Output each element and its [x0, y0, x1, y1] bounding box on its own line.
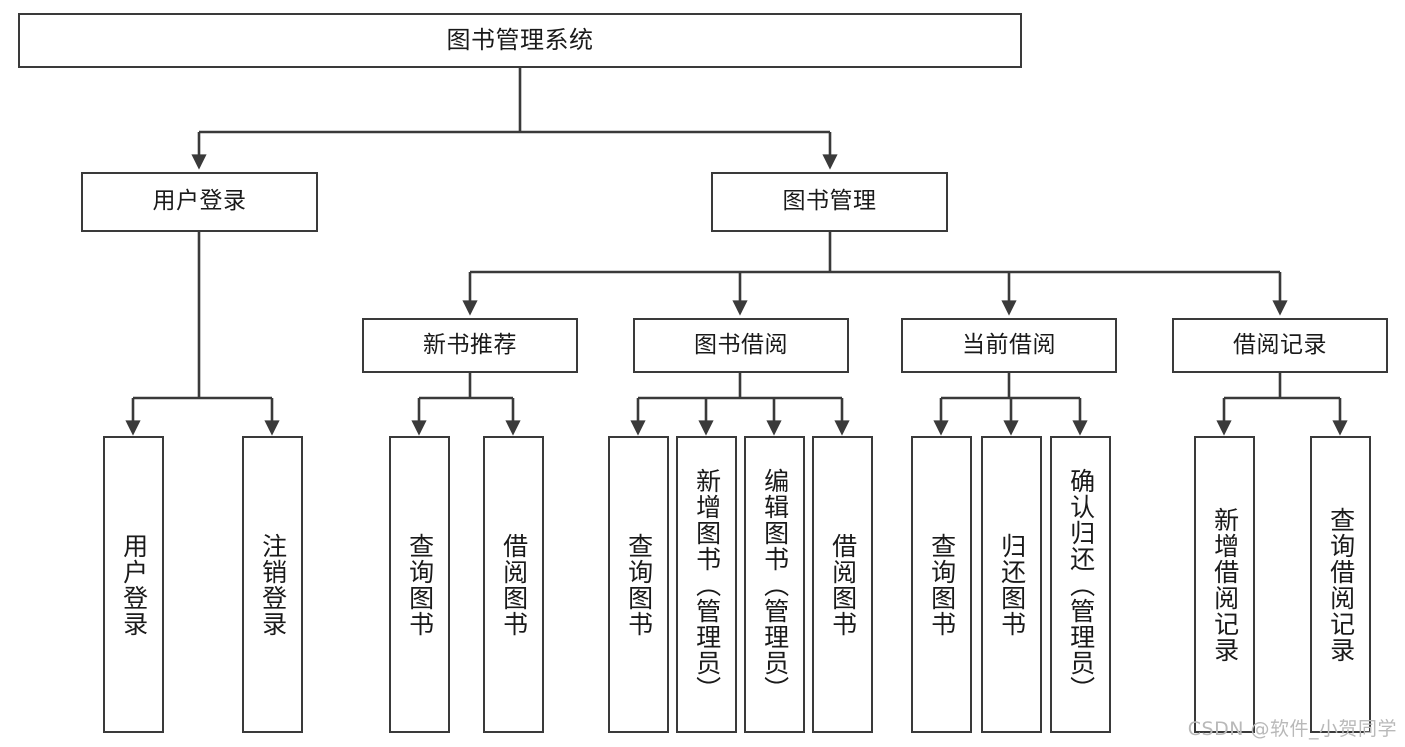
- node-label: 新书推荐: [423, 331, 517, 358]
- node-label: 用户登录: [152, 188, 247, 215]
- leaf-book-borrow-edit[interactable]: 编辑图书（管理员）: [744, 436, 805, 733]
- leaf-book-borrow-borrow[interactable]: 借阅图书: [812, 436, 873, 733]
- node-label: 图书管理: [782, 188, 877, 215]
- node-book-borrow[interactable]: 图书借阅: [633, 318, 849, 373]
- leaf-borrow-record-add[interactable]: 新增借阅记录: [1194, 436, 1255, 733]
- node-label: 确认归还（管理员）: [1066, 467, 1096, 702]
- node-label: 查询图书: [405, 532, 435, 637]
- node-label: 借阅图书: [499, 532, 529, 637]
- node-label: 新增借阅记录: [1210, 506, 1240, 663]
- node-label: 借阅图书: [828, 532, 858, 637]
- node-label: 查询借阅记录: [1326, 506, 1356, 663]
- node-label: 查询图书: [927, 532, 957, 637]
- leaf-borrow-record-query[interactable]: 查询借阅记录: [1310, 436, 1371, 733]
- leaf-new-book-borrow[interactable]: 借阅图书: [483, 436, 544, 733]
- leaf-user-login-login[interactable]: 用户登录: [103, 436, 164, 733]
- watermark-text: CSDN @软件_小贺同学: [1187, 718, 1397, 740]
- node-label: 查询图书: [624, 532, 654, 637]
- node-label: 借阅记录: [1233, 331, 1327, 358]
- node-label: 图书管理系统: [446, 26, 594, 55]
- node-label: 用户登录: [119, 532, 149, 637]
- leaf-book-borrow-query[interactable]: 查询图书: [608, 436, 669, 733]
- node-label: 编辑图书（管理员）: [760, 467, 790, 702]
- node-user-login[interactable]: 用户登录: [81, 172, 318, 232]
- node-borrow-record[interactable]: 借阅记录: [1172, 318, 1388, 373]
- leaf-book-borrow-add[interactable]: 新增图书（管理员）: [676, 436, 737, 733]
- node-new-book-recommend[interactable]: 新书推荐: [362, 318, 578, 373]
- node-label: 图书借阅: [694, 331, 788, 358]
- leaf-current-borrow-confirm[interactable]: 确认归还（管理员）: [1050, 436, 1111, 733]
- leaf-current-borrow-return[interactable]: 归还图书: [981, 436, 1042, 733]
- node-book-management[interactable]: 图书管理: [711, 172, 948, 232]
- leaf-user-login-logout[interactable]: 注销登录: [242, 436, 303, 733]
- leaf-new-book-query[interactable]: 查询图书: [389, 436, 450, 733]
- node-root-system[interactable]: 图书管理系统: [18, 13, 1022, 68]
- leaf-current-borrow-query[interactable]: 查询图书: [911, 436, 972, 733]
- node-current-borrow[interactable]: 当前借阅: [901, 318, 1117, 373]
- node-label: 新增图书（管理员）: [692, 467, 722, 702]
- node-label: 归还图书: [997, 532, 1027, 637]
- node-label: 当前借阅: [962, 331, 1056, 358]
- node-label: 注销登录: [258, 532, 288, 637]
